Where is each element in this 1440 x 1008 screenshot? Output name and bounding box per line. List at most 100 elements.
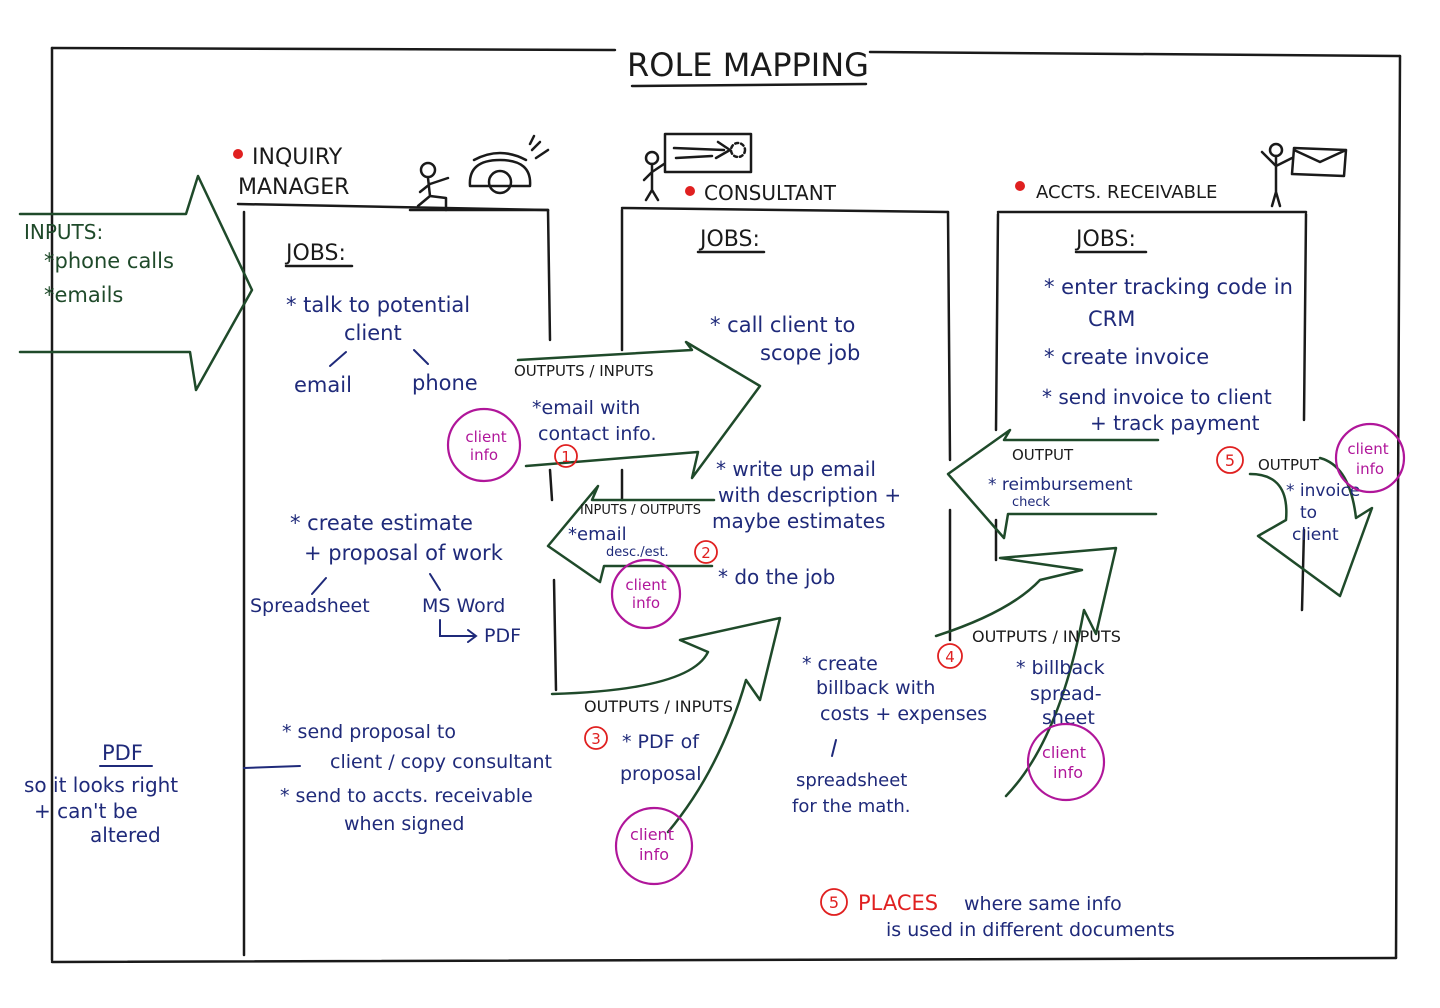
presenter-figure-illustration <box>642 132 753 202</box>
consultant-jobs-label: JOBS: <box>698 227 760 252</box>
client-info-bubble-5 <box>1334 422 1406 494</box>
phone-figure-illustration <box>408 134 550 212</box>
consultant-job1-line2: scope job <box>760 341 860 365</box>
inquiry-msword: MS Word <box>422 595 505 617</box>
flow1-number: 1 <box>561 448 571 466</box>
consultant-job4-line1: * create <box>802 653 878 675</box>
flow1-marker <box>554 444 578 468</box>
inquiry-pdf: PDF <box>484 625 521 647</box>
flow4-number: 4 <box>945 648 955 666</box>
pdf-note-heading: PDF <box>102 741 143 765</box>
legend-line1: where same info <box>964 893 1122 915</box>
inquiry-job1-line1: * talk to potential <box>286 293 470 317</box>
flow2-marker <box>694 540 718 564</box>
send-line1: * send proposal to <box>282 721 456 743</box>
flow5-number: 5 <box>1225 451 1235 470</box>
ar-job1-line2: CRM <box>1088 307 1135 331</box>
send-line4: when signed <box>344 813 464 835</box>
ar-job3-line2: + track payment <box>1090 411 1260 435</box>
inputs-item-phone: *phone calls <box>44 249 174 273</box>
flow4-marker <box>937 643 963 669</box>
client-info-5-line1: client <box>1347 440 1388 458</box>
consultant-bullet-dot <box>685 186 695 196</box>
client-info-2-line2: info <box>632 594 660 612</box>
flow2-arrow <box>546 484 716 584</box>
inputs-heading: INPUTS: <box>24 220 103 244</box>
envelope-figure-illustration <box>1260 142 1348 208</box>
flow2-number: 2 <box>701 544 711 562</box>
flow5-item-line1: * invoice <box>1286 481 1360 501</box>
inquiry-bullet-dot <box>233 149 243 159</box>
client-info-3-line1: client <box>630 825 674 844</box>
flow4-arrow <box>934 546 1118 798</box>
flow3-item-line1: * PDF of <box>622 731 700 753</box>
client-info-1-line1: client <box>465 428 506 446</box>
inquiry-job1-branches <box>329 349 429 367</box>
title-underline <box>630 82 868 88</box>
flow3-item-line2: proposal <box>620 763 702 785</box>
consultant-job1-line1: * call client to <box>710 313 855 337</box>
flow3-arrow <box>550 616 782 834</box>
inquiry-job1-line2: client <box>344 321 402 345</box>
page-title: ROLE MAPPING <box>627 46 869 84</box>
flow2-item-line1: *email <box>568 524 627 545</box>
client-info-bubble-1 <box>446 407 522 483</box>
client-info-4-line1: client <box>1042 743 1086 762</box>
client-info-3-line2: info <box>639 845 669 864</box>
inquiry-job2-line2: + proposal of work <box>304 541 504 565</box>
reimbursement-label: OUTPUT <box>1012 446 1074 464</box>
consultant-job4-sub2: for the math. <box>792 796 911 817</box>
pdf-note-line3: altered <box>90 823 161 847</box>
inputs-item-email: *emails <box>44 283 123 307</box>
legend-line2: is used in different documents <box>886 919 1175 941</box>
flow5-item-line3: client <box>1292 525 1339 545</box>
consultant-name: CONSULTANT <box>704 181 837 205</box>
flow1-label: OUTPUTS / INPUTS <box>514 362 654 380</box>
flow2-item-line2: desc./est. <box>606 545 669 560</box>
flow4-label: OUTPUTS / INPUTS <box>972 627 1121 646</box>
outer-frame <box>50 46 1402 964</box>
consultant-job2-line1: * write up email <box>716 457 876 481</box>
reimbursement-arrow <box>946 428 1160 540</box>
flow4-item-line3: sheet <box>1042 707 1095 729</box>
flow1-item-line2: contact info. <box>538 423 656 445</box>
msword-to-pdf-arrow <box>439 619 478 643</box>
consultant-job2-line3: maybe estimates <box>712 509 885 533</box>
flow5-label: OUTPUT <box>1258 456 1320 474</box>
client-info-1-line2: info <box>470 446 498 464</box>
flow3-marker <box>584 726 608 750</box>
pdf-note-line2: + can't be <box>34 799 138 823</box>
pdf-note-line1: so it looks right <box>24 773 178 797</box>
consultant-job3: * do the job <box>718 565 835 589</box>
legend-number: 5 <box>829 893 839 912</box>
send-line2: client / copy consultant <box>330 751 552 773</box>
inquiry-name-line1: INQUIRY <box>252 145 343 170</box>
ar-jobs-label: JOBS: <box>1074 227 1136 252</box>
reimbursement-item-line1: * reimbursement <box>988 475 1133 495</box>
consultant-job2-line2: with description + <box>718 483 901 507</box>
consultant-job4-sub1: spreadsheet <box>796 770 907 791</box>
inquiry-email: email <box>294 373 352 397</box>
client-info-2-line1: client <box>625 576 666 594</box>
pdf-note-connector <box>243 765 301 769</box>
send-line3: * send to accts. receivable <box>280 785 533 807</box>
inquiry-name-line2: MANAGER <box>238 175 349 200</box>
flow3-number: 3 <box>591 730 601 748</box>
flow5-marker <box>1216 446 1244 474</box>
flow4-item-line2: spread- <box>1030 683 1102 705</box>
client-info-4-line2: info <box>1053 763 1083 782</box>
flow5-item-line2: to <box>1300 503 1317 523</box>
inquiry-phone: phone <box>412 371 478 395</box>
accts-receivable-box <box>994 210 1308 612</box>
ar-name: ACCTS. RECEIVABLE <box>1036 182 1217 203</box>
ar-job1-line1: * enter tracking code in <box>1044 275 1293 299</box>
flow1-arrow <box>516 340 762 480</box>
reimbursement-item-line2: check <box>1012 495 1051 510</box>
consultant-box <box>620 206 952 642</box>
ar-bullet-dot <box>1015 181 1025 191</box>
consultant-job4-branch <box>831 739 837 757</box>
inputs-arrow <box>18 174 254 392</box>
ar-job3-line1: * send invoice to client <box>1042 385 1272 409</box>
ar-job2: * create invoice <box>1044 345 1209 369</box>
